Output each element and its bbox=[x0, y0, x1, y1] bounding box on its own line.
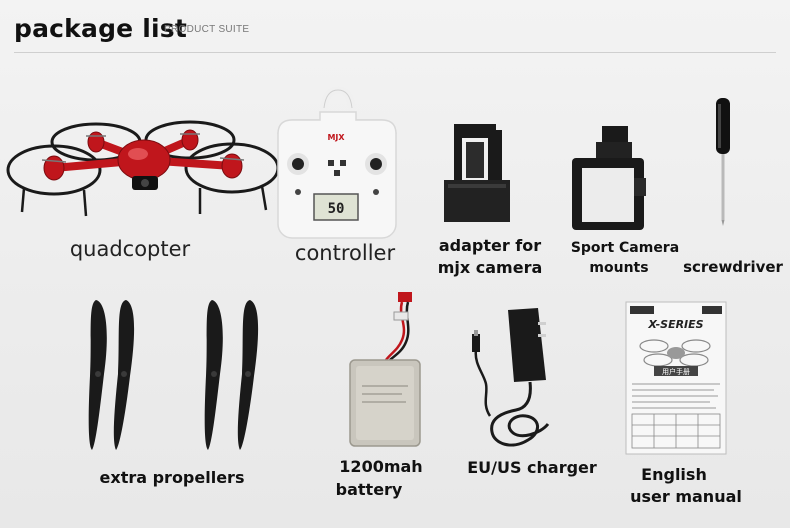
quadcopter-label: quadcopter bbox=[69, 237, 191, 261]
header-divider bbox=[14, 52, 776, 53]
screwdriver-image bbox=[716, 98, 730, 226]
manual-subtitle-text: 用户手册 bbox=[662, 367, 690, 376]
sport-camera-mount-label-line1: Sport Camera bbox=[570, 240, 680, 256]
screwdriver-label: screwdriver bbox=[683, 258, 783, 276]
charger-label: EU/US charger bbox=[467, 458, 597, 477]
battery-label-line1: 1200mah bbox=[339, 457, 423, 476]
page-title: package list bbox=[14, 14, 188, 43]
controller-image: 50 MJX bbox=[277, 86, 397, 239]
user-manual-label-line2: user manual bbox=[630, 487, 742, 506]
manual-series-title: X-SERIES bbox=[647, 318, 703, 331]
propellers-label: extra propellers bbox=[99, 468, 245, 487]
camera-adapter-image bbox=[444, 124, 510, 222]
page-subtitle: PRODUCT SUITE bbox=[164, 24, 250, 35]
controller-display-readout: 50 bbox=[328, 201, 345, 217]
battery-label-line2: battery bbox=[335, 480, 403, 499]
user-manual-image: X-SERIES 用户手册 bbox=[625, 301, 727, 455]
battery-image bbox=[349, 292, 421, 447]
charger-image bbox=[472, 308, 550, 447]
sport-camera-mount-image bbox=[572, 126, 646, 230]
quadcopter-image bbox=[6, 120, 280, 217]
sport-camera-mount-label-line2: mounts bbox=[589, 260, 649, 276]
camera-adapter-label-line1: adapter for bbox=[438, 236, 542, 255]
user-manual-label-line1: English bbox=[641, 465, 707, 484]
controller-brand-text: MJX bbox=[327, 133, 345, 142]
controller-label: controller bbox=[294, 241, 396, 265]
camera-adapter-label-line2: mjx camera bbox=[437, 258, 543, 277]
propellers-image bbox=[88, 300, 259, 450]
